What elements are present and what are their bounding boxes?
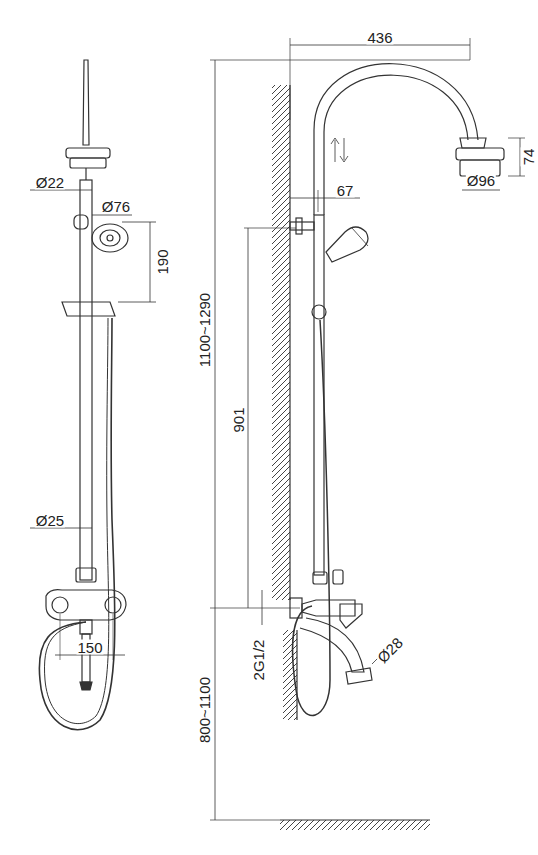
height-dimension: 74 [521, 148, 536, 167]
side-view [210, 38, 525, 830]
diameter-dimension: Ø28 [374, 634, 406, 666]
front-view [30, 60, 156, 730]
width-dimension: 436 [366, 30, 393, 45]
offset-dimension: 67 [336, 183, 355, 198]
height-range-dimension: 1100~1290 [197, 292, 212, 368]
length-dimension: 190 [155, 248, 170, 275]
diameter-dimension: Ø76 [101, 199, 131, 214]
height-range-dimension: 800~1100 [197, 676, 212, 744]
diameter-dimension: Ø96 [466, 173, 496, 188]
diameter-dimension: Ø25 [35, 513, 65, 528]
diameter-dimension: Ø22 [35, 175, 65, 190]
thread-size: 2G1/2 [251, 639, 266, 682]
spacing-dimension: 150 [76, 640, 103, 655]
length-dimension: 901 [231, 406, 246, 433]
